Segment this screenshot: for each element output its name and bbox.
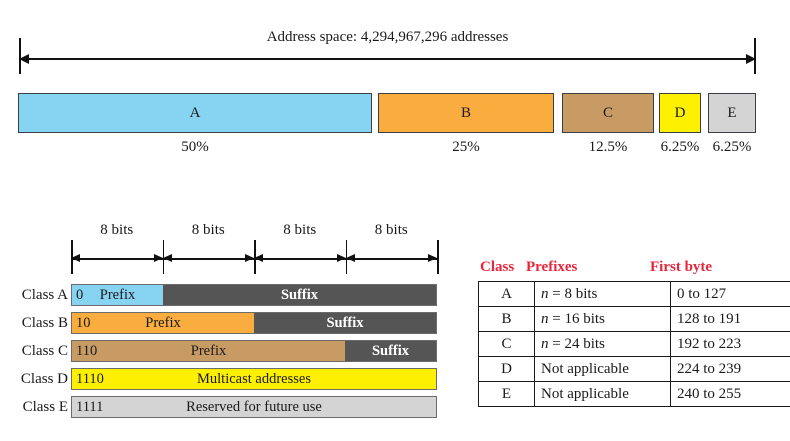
class-row-a: 0 Prefix Suffix xyxy=(71,284,437,306)
class-row-label-c: Class C xyxy=(21,343,68,359)
class-segment: Suffix xyxy=(345,341,436,361)
proportion-bar-d: D xyxy=(659,93,701,133)
ruler-arrow-left-icon xyxy=(71,254,80,262)
cell-first-byte: 128 to 191 xyxy=(670,306,790,332)
segment-bits: 1111 xyxy=(76,398,104,415)
arrow-right-icon xyxy=(746,54,756,64)
cell-class: A xyxy=(478,281,535,307)
segment-bits: 10 xyxy=(76,314,91,331)
proportion-bar-a: A xyxy=(18,93,372,133)
segment-text: Suffix xyxy=(371,342,410,359)
arrow-left-icon xyxy=(19,54,29,64)
ruler-arrow-left-icon xyxy=(254,254,263,262)
class-segment: Suffix xyxy=(254,313,436,333)
proportion-bar-label: B xyxy=(460,104,471,121)
ruler-label-3: 8 bits xyxy=(283,222,317,238)
segment-bits: 110 xyxy=(76,342,98,359)
ruler-arrow-left-icon xyxy=(345,254,355,262)
ruler-arrow-line xyxy=(162,258,254,260)
ruler-arrow-right-icon xyxy=(245,254,254,262)
prefix-variable: n xyxy=(541,285,549,302)
class-row-c: 110 Prefix Suffix xyxy=(71,340,437,362)
cell-first-byte: 224 to 239 xyxy=(670,356,790,382)
cell-prefix: n = 8 bits xyxy=(534,281,671,307)
prefix-variable: n xyxy=(541,310,549,327)
ruler-label-4: 8 bits xyxy=(374,222,408,238)
cell-first-byte: 240 to 255 xyxy=(670,381,790,407)
ruler-tick xyxy=(437,240,439,274)
class-row-d: 1110 Multicast addresses xyxy=(71,368,437,390)
proportion-percent-b: 25% xyxy=(452,139,480,155)
proportion-bar-label: A xyxy=(189,104,201,121)
cell-first-byte: 192 to 223 xyxy=(670,331,790,357)
proportion-bar-b: B xyxy=(378,93,554,133)
class-row-label-b: Class B xyxy=(21,315,68,331)
proportion-percent-e: 6.25% xyxy=(712,139,752,155)
ruler-arrow-left-icon xyxy=(162,254,172,262)
table-header-first-byte: First byte xyxy=(650,259,713,275)
segment-text: Prefix xyxy=(145,314,181,331)
cell-prefix: Not applicable xyxy=(534,381,671,407)
class-row-b: 10 Prefix Suffix xyxy=(71,312,437,334)
cell-first-byte: 0 to 127 xyxy=(670,281,790,307)
cell-class: D xyxy=(478,356,535,382)
cell-prefix: n = 24 bits xyxy=(534,331,671,357)
class-segment: 110 Prefix xyxy=(72,341,345,361)
segment-bits: 0 xyxy=(76,286,84,303)
proportion-percent-a: 50% xyxy=(181,139,209,155)
class-segment: 1111 Reserved for future use xyxy=(72,397,436,417)
class-row-label-d: Class D xyxy=(20,371,68,387)
table-header-class: Class xyxy=(480,259,515,275)
table-header-prefixes: Prefixes xyxy=(526,259,578,275)
segment-text: Suffix xyxy=(326,314,364,331)
class-segment: 1110 Multicast addresses xyxy=(72,369,436,389)
class-row-e: 1111 Reserved for future use xyxy=(71,396,437,418)
ruler-arrow-right-icon xyxy=(153,254,163,262)
class-segment: 10 Prefix xyxy=(72,313,254,333)
class-segment: 0 Prefix xyxy=(72,285,163,305)
ruler-arrow-right-icon xyxy=(336,254,346,262)
proportion-bar-label: D xyxy=(674,104,686,121)
cell-class: B xyxy=(478,306,535,332)
proportion-bar-label: E xyxy=(727,104,737,121)
segment-text: Multicast addresses xyxy=(197,370,311,387)
segment-text: Prefix xyxy=(190,342,227,359)
ruler-arrow-right-icon xyxy=(428,254,437,262)
segment-text: Prefix xyxy=(99,286,136,303)
proportion-percent-c: 12.5% xyxy=(588,139,628,155)
proportion-percent-d: 6.25% xyxy=(660,139,700,155)
ruler-label-2: 8 bits xyxy=(191,222,225,238)
cell-class: E xyxy=(478,381,535,407)
class-row-label-a: Class A xyxy=(21,287,68,303)
ruler-label-1: 8 bits xyxy=(100,222,134,238)
cell-prefix: Not applicable xyxy=(534,356,671,382)
ruler-arrow-line xyxy=(254,258,346,260)
cell-class: C xyxy=(478,331,535,357)
segment-text: Reserved for future use xyxy=(186,398,322,415)
class-row-label-e: Class E xyxy=(22,399,68,415)
class-segment: Suffix xyxy=(163,285,436,305)
prefix-variable: n xyxy=(541,335,549,352)
proportion-bar-label: C xyxy=(602,104,613,121)
segment-bits: 1110 xyxy=(76,370,104,387)
cell-prefix: n = 16 bits xyxy=(534,306,671,332)
ruler-arrow-line xyxy=(71,258,163,260)
proportion-bar-c: C xyxy=(562,93,654,133)
proportion-bar-e: E xyxy=(708,93,756,133)
address-space-arrow-line xyxy=(19,58,756,60)
address-space-caption: Address space: 4,294,967,296 addresses xyxy=(266,29,509,45)
segment-text: Suffix xyxy=(280,286,319,303)
ruler-arrow-line xyxy=(345,258,437,260)
